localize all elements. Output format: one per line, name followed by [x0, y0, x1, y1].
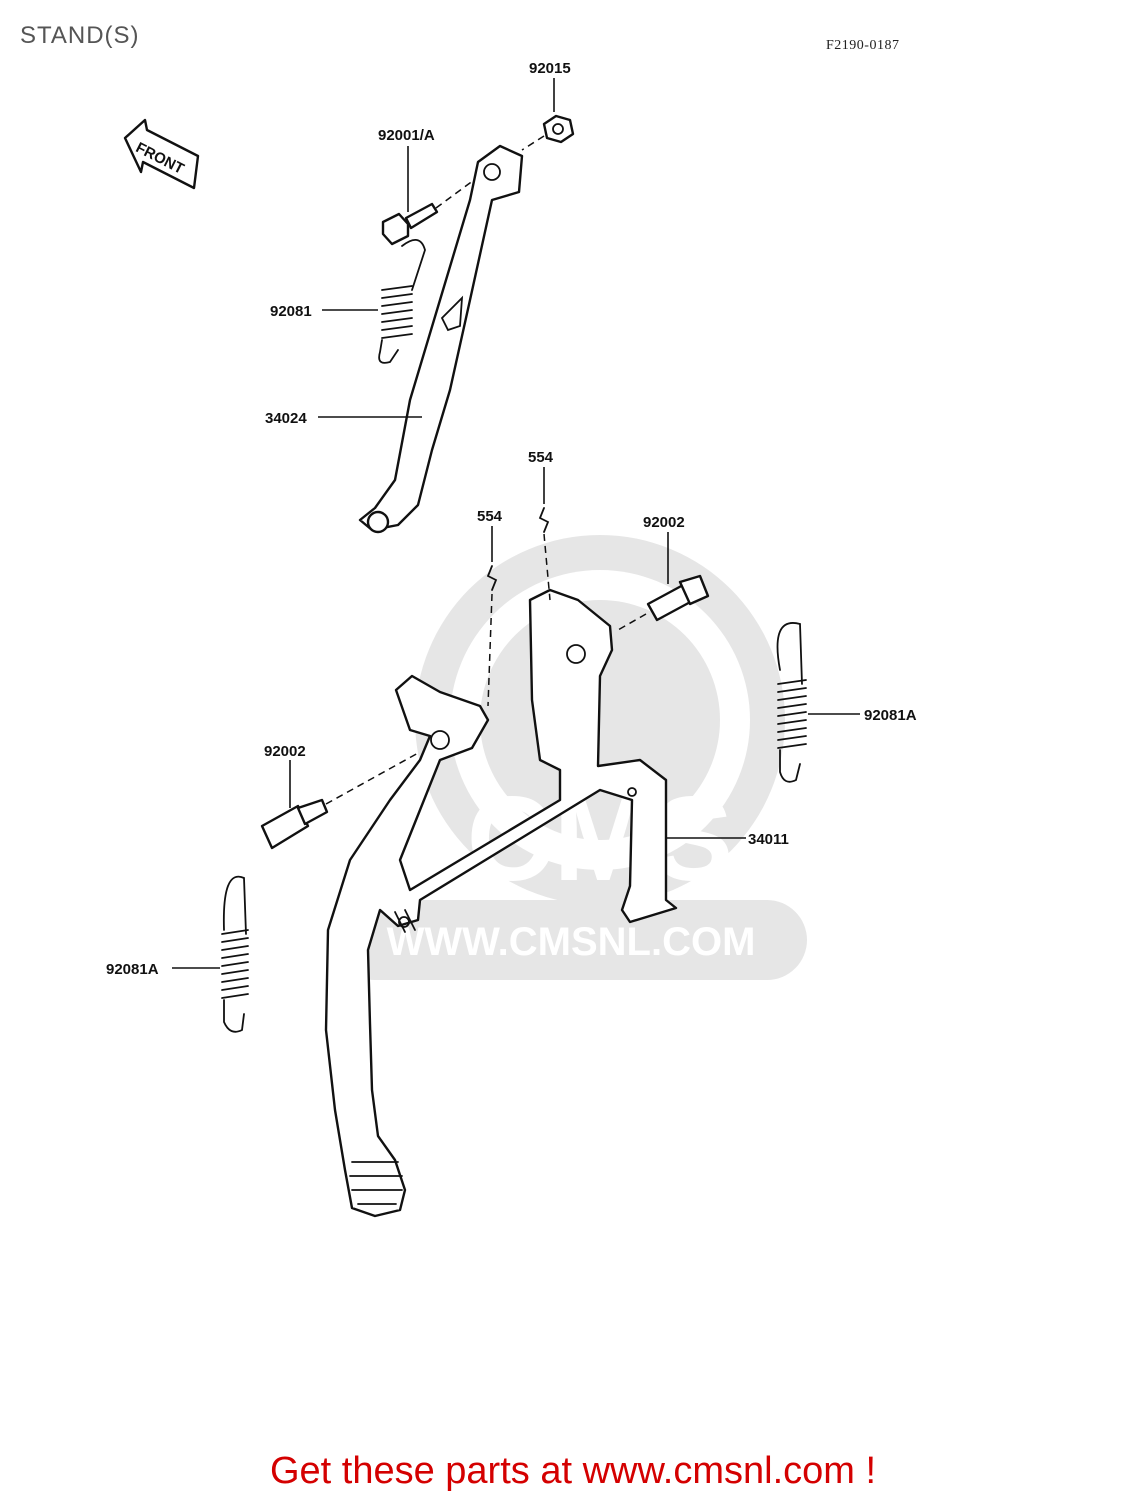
callout-34011: 34011: [748, 831, 789, 848]
callout-92002-left: 92002: [264, 743, 306, 760]
parts-diagram: CMS WWW.CMSNL.COM FRONT: [106, 60, 917, 1218]
part-554-pin-left: [486, 565, 498, 591]
footer-cta: Get these parts at www.cmsnl.com !: [0, 1450, 1146, 1493]
callout-92081: 92081: [270, 303, 312, 320]
callout-92001a: 92001/A: [378, 127, 435, 144]
part-92002-pin-right: [646, 574, 710, 622]
part-92015-nut: [542, 114, 575, 144]
callout-92015: 92015: [529, 60, 571, 77]
diagram-code: F2190-0187: [826, 38, 900, 53]
part-92001-bolt: [381, 202, 439, 246]
watermark-url: WWW.CMSNL.COM: [387, 920, 756, 964]
callout-554-lower: 554: [477, 508, 503, 525]
part-92081-spring: [378, 239, 426, 364]
part-34024-side-stand: [358, 144, 524, 534]
part-92081a-spring-right: [776, 622, 807, 783]
callout-92002-right: 92002: [643, 514, 685, 531]
callout-92081a-right: 92081A: [864, 707, 917, 724]
part-34011-main-stand: [324, 588, 678, 1218]
page-title: STAND(S): [20, 22, 140, 49]
leader-lines: [172, 78, 860, 969]
part-554-pin-right: [538, 507, 550, 533]
part-92002-pin-left: [260, 798, 329, 850]
cta-link[interactable]: Get these parts at www.cmsnl.com !: [269, 1450, 877, 1492]
callout-34024: 34024: [265, 410, 307, 427]
front-arrow-icon: FRONT: [123, 118, 200, 190]
callout-labels: 92015 92001/A 92081 34024 554 554 92002 …: [106, 60, 917, 978]
callout-92081a-left: 92081A: [106, 961, 159, 978]
callout-554-upper: 554: [528, 449, 554, 466]
part-92081a-spring-left: [221, 875, 249, 1033]
